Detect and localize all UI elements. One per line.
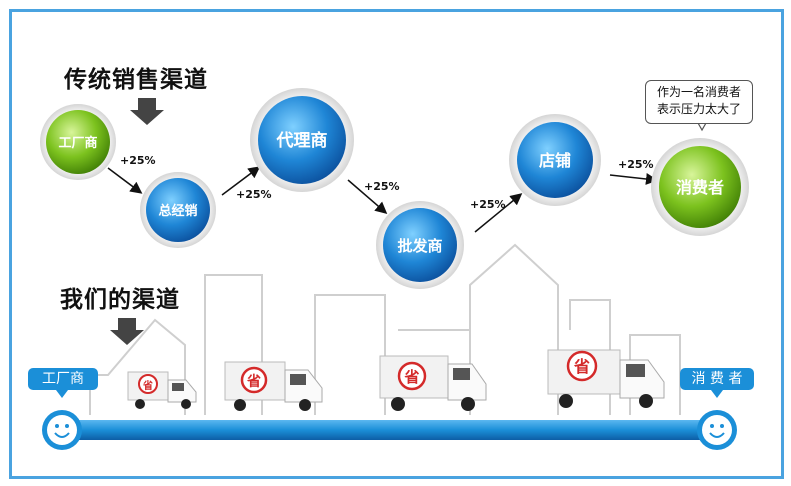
markup-4: +25% xyxy=(470,198,506,211)
speech-bubble-text: 作为一名消费者 表示压力太大了 xyxy=(656,85,741,116)
truck-mark: 省 xyxy=(573,357,590,376)
title-ours: 我们的渠道 xyxy=(60,287,180,313)
truck-medium-1: 省 xyxy=(224,361,323,411)
markup-2: +25% xyxy=(236,188,272,201)
truck-small: 省 xyxy=(127,371,197,409)
tag-pointer xyxy=(711,390,723,398)
channel-road xyxy=(60,420,720,440)
flow-arrows xyxy=(107,166,658,233)
node-wholesale: 批发商 xyxy=(376,201,464,289)
svg-text:代理商: 代理商 xyxy=(276,130,328,151)
svg-text:总经销: 总经销 xyxy=(158,203,197,219)
title-traditional: 传统销售渠道 xyxy=(64,67,208,93)
svg-text:批发商: 批发商 xyxy=(397,237,442,255)
tag-start-factory: 工厂商 xyxy=(28,368,98,390)
node-agent: 代理商 xyxy=(250,88,354,192)
smiley-end-icon xyxy=(697,410,737,450)
down-arrow-icon xyxy=(130,98,164,125)
truck-large: 省 xyxy=(547,349,665,408)
truck-medium-2: 省 xyxy=(379,355,487,411)
markup-3: +25% xyxy=(364,180,400,193)
node-general: 总经销 xyxy=(140,172,216,248)
svg-text:工厂商: 工厂商 xyxy=(58,135,97,151)
down-arrow-icon xyxy=(110,318,144,345)
tag-end-consumer: 消 费 者 xyxy=(680,368,754,390)
svg-text:店铺: 店铺 xyxy=(539,151,571,170)
node-factory: 工厂商 xyxy=(40,104,116,180)
node-consumer: 消费者 xyxy=(651,138,749,236)
markup-1: +25% xyxy=(120,154,156,167)
tag-pointer xyxy=(56,390,68,398)
smiley-start-icon xyxy=(42,410,82,450)
truck-mark: 省 xyxy=(246,373,261,390)
truck-mark: 省 xyxy=(142,379,153,392)
speech-bubble: 作为一名消费者 表示压力太大了 xyxy=(645,80,753,124)
markup-labels: +25% +25% +25% +25% +25% xyxy=(120,154,654,211)
truck-mark: 省 xyxy=(403,368,419,386)
node-store: 店铺 xyxy=(509,114,601,206)
bubble-tail xyxy=(696,122,708,132)
svg-text:消费者: 消费者 xyxy=(676,178,724,197)
markup-5: +25% xyxy=(618,158,654,171)
